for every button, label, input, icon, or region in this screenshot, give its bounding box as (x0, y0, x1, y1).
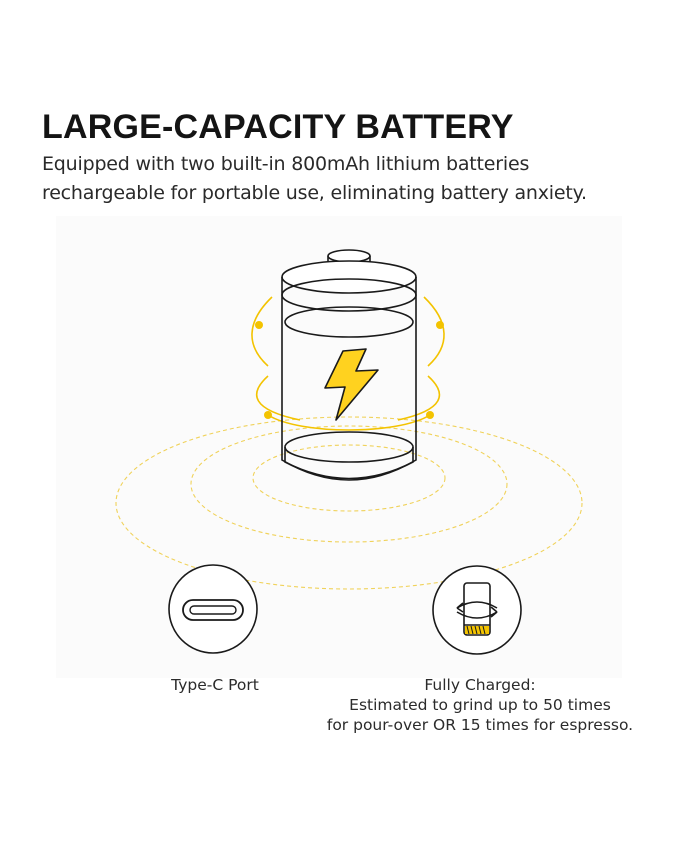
orbit-arc-right-lower (397, 375, 441, 421)
usb-c-port-icon (168, 564, 258, 654)
orbit-dot (426, 411, 434, 419)
orbit-dot (264, 411, 272, 419)
feature-type-c-caption: Type-C Port (140, 675, 290, 695)
ring-outer (115, 416, 583, 590)
feature-charge-line-2: Estimated to grind up to 50 times (349, 696, 611, 714)
feature-charge-line-3: for pour-over OR 15 times for espresso. (326, 716, 634, 734)
lightning-bolt-icon (324, 348, 379, 421)
grinder-recharge-icon (432, 565, 522, 655)
orbit-dots (255, 321, 444, 419)
orbit-dot (436, 321, 444, 329)
orbit-arc-left-lower (256, 375, 301, 421)
orbit-dot (255, 321, 263, 329)
feature-type-c-label: Type-C Port (171, 676, 259, 694)
orbit-arc-left-upper (251, 296, 273, 367)
description-line-1: Equipped with two built-in 800mAh lithiu… (42, 153, 530, 175)
feature-charge-title: Fully Charged: (424, 676, 536, 694)
orbit-arc-right-upper (423, 296, 445, 367)
page-title: LARGE-CAPACITY BATTERY (42, 108, 514, 146)
ring-middle (190, 425, 508, 543)
charging-rings (115, 416, 583, 590)
feature-charge-caption: Fully Charged: Estimated to grind up to … (300, 675, 660, 735)
description-line-2: rechargeable for portable use, eliminati… (42, 182, 587, 204)
ring-inner (252, 444, 446, 512)
battery-icon (281, 249, 417, 481)
